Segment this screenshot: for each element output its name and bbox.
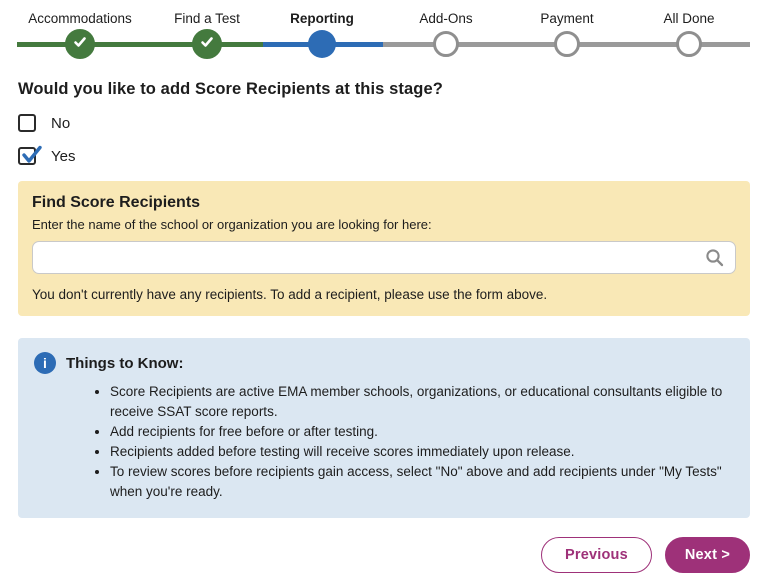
search-icon[interactable]: [705, 248, 724, 272]
info-bullet: To review scores before recipients gain …: [110, 462, 734, 502]
checkmark-icon: [22, 145, 42, 163]
stepper-line-completed: [17, 42, 263, 47]
step-label-accommodations: Accommodations: [28, 11, 132, 26]
find-panel-instruction: Enter the name of the school or organiza…: [32, 217, 432, 232]
step-label-find-a-test: Find a Test: [174, 11, 240, 26]
info-panel-title: Things to Know:: [66, 354, 184, 372]
info-icon: i: [34, 352, 56, 374]
info-bullet-list: Score Recipients are active EMA member s…: [110, 382, 734, 502]
no-recipients-message: You don't currently have any recipients.…: [32, 287, 548, 302]
things-to-know-panel: i Things to Know: Score Recipients are a…: [18, 338, 750, 518]
step-label-payment: Payment: [540, 11, 594, 26]
info-bullet: Score Recipients are active EMA member s…: [110, 382, 734, 422]
step-label-add-ons: Add-Ons: [419, 11, 473, 26]
step-dot-all-done[interactable]: [676, 31, 702, 57]
find-panel-title: Find Score Recipients: [32, 194, 201, 211]
progress-stepper: Accommodations Find a Test Reporting Add…: [0, 0, 768, 66]
previous-button[interactable]: Previous: [541, 536, 652, 573]
check-icon: [199, 34, 215, 55]
option-yes[interactable]: Yes: [18, 145, 750, 165]
info-bullet: Add recipients for free before or after …: [110, 422, 734, 442]
step-dot-reporting[interactable]: [308, 30, 336, 58]
info-bullet: Recipients added before testing will rec…: [110, 442, 734, 462]
next-button[interactable]: Next >: [664, 536, 750, 573]
option-yes-label: Yes: [51, 147, 76, 165]
option-no[interactable]: No: [18, 114, 750, 132]
checkbox-no[interactable]: [18, 114, 36, 132]
check-icon: [72, 34, 88, 55]
step-label-reporting: Reporting: [290, 11, 354, 26]
step-label-all-done: All Done: [663, 11, 715, 26]
step-dot-accommodations[interactable]: [65, 29, 95, 59]
search-input[interactable]: [32, 241, 736, 274]
checkbox-yes[interactable]: [18, 145, 42, 165]
option-no-label: No: [51, 114, 71, 132]
page-title: Would you like to add Score Recipients a…: [18, 80, 443, 98]
find-score-recipients-panel: Find Score Recipients Enter the name of …: [18, 181, 750, 316]
step-dot-find-a-test[interactable]: [192, 29, 222, 59]
step-dot-payment[interactable]: [554, 31, 580, 57]
step-dot-add-ons[interactable]: [433, 31, 459, 57]
